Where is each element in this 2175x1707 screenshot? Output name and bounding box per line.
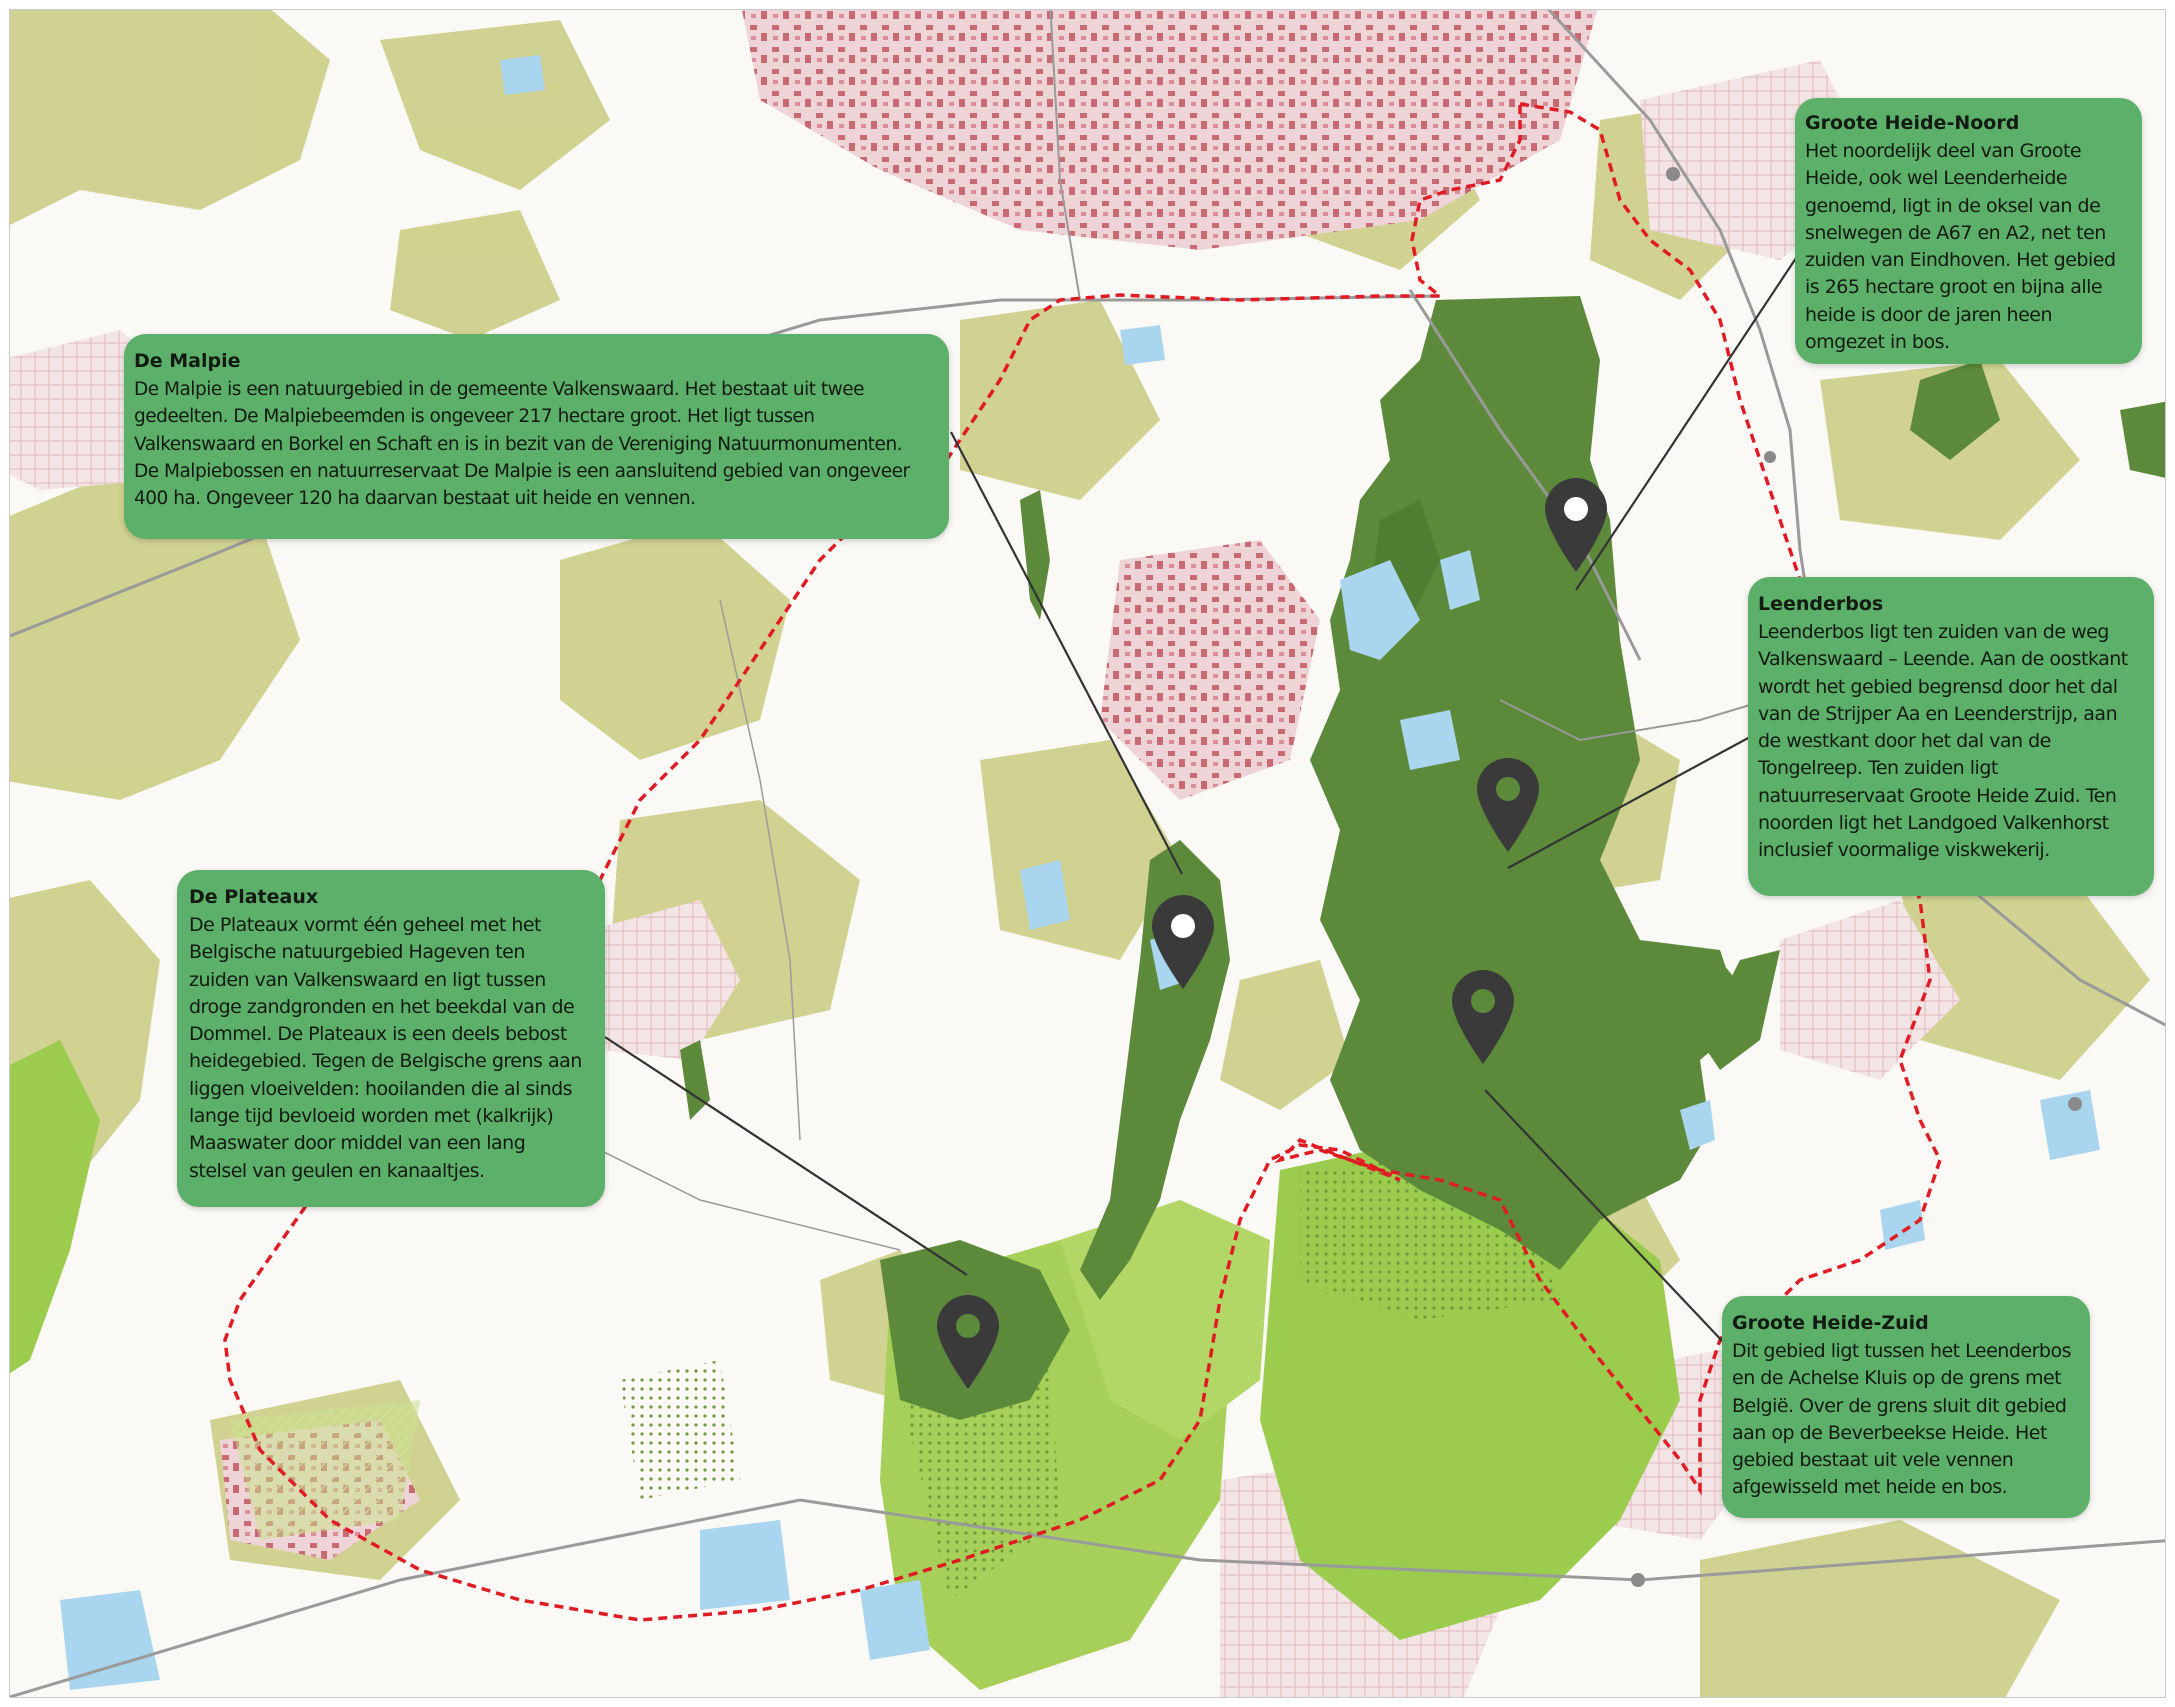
callout-line: snelwegen de A67 en A2, net ten bbox=[1805, 221, 2106, 244]
callout-line: aan op de Beverbeekse Heide. Het bbox=[1732, 1421, 2047, 1444]
callout-line: Leenderbos ligt ten zuiden van de weg bbox=[1758, 621, 2109, 643]
callout-line: De Malpiebossen en natuurreservaat De Ma… bbox=[134, 460, 910, 482]
callout-line: Dommel. De Plateaux is een deels bebost bbox=[189, 1023, 567, 1046]
callout-groote-heide-zuid: Groote Heide-Zuid Dit gebied ligt tussen… bbox=[1722, 1296, 2090, 1518]
callout-title: Leenderbos bbox=[1758, 593, 1884, 615]
callout-line: natuurreservaat Groote Heide Zuid. Ten bbox=[1758, 784, 2117, 807]
callout-line: Tongelreep. Ten zuiden ligt bbox=[1758, 757, 1998, 780]
callout-line: lange tijd bevloeid worden met (kalkrijk… bbox=[189, 1105, 554, 1128]
callout-groote-heide-noord: Groote Heide-Noord Het noordelijk deel v… bbox=[1795, 98, 2142, 364]
callout-line: Valkenswaard – Leende. Aan de oostkant bbox=[1758, 648, 2128, 671]
map-pin-icon[interactable] bbox=[1152, 895, 1214, 989]
park-boundary bbox=[223, 101, 1942, 1622]
callout-title: De Plateaux bbox=[189, 886, 319, 908]
callout-line: België. Over de grens sluit dit gebied bbox=[1732, 1394, 2067, 1417]
callout-line: wordt het gebied begrensd door het dal bbox=[1758, 675, 2118, 698]
callout-line: afgewisseld met heide en bos. bbox=[1732, 1476, 2008, 1499]
callout-line: zuiden van Eindhoven. Het gebied bbox=[1805, 249, 2116, 272]
callout-de-plateaux: De Plateaux De Plateaux vormt één geheel… bbox=[177, 870, 605, 1207]
callout-leenderbos: Leenderbos Leenderbos ligt ten zuiden va… bbox=[1748, 577, 2154, 896]
callout-line: De Malpie is een natuurgebied in de geme… bbox=[134, 379, 865, 400]
callout-line: de westkant door het dal van de bbox=[1758, 730, 2051, 753]
callout-line: Valkenswaard en Borkel en Schaft en is i… bbox=[134, 433, 903, 455]
callout-line: is 265 hectare groot en bijna alle bbox=[1805, 276, 2103, 299]
callout-title: Groote Heide-Zuid bbox=[1732, 1312, 1929, 1334]
callout-title: Groote Heide-Noord bbox=[1805, 112, 2020, 134]
map-pin-icon[interactable] bbox=[1477, 758, 1539, 852]
callout-line: omgezet in bos. bbox=[1805, 331, 1950, 354]
callout-line: Dit gebied ligt tussen het Leenderbos bbox=[1732, 1340, 2071, 1362]
callout-line: liggen vloeivelden: hooilanden die al si… bbox=[189, 1077, 573, 1100]
callout-line: noorden ligt het Landgoed Valkenhorst bbox=[1758, 812, 2109, 835]
callout-line: Het noordelijk deel van Groote bbox=[1805, 140, 2082, 162]
nature-light bbox=[0, 1040, 1680, 1690]
callout-line: Maaswater door middel van een lang bbox=[189, 1132, 526, 1155]
callout-line: en de Achelse Kluis op de grens met bbox=[1732, 1367, 2062, 1390]
callout-line: Heide, ook wel Leenderheide bbox=[1805, 167, 2068, 190]
map-pin-icon[interactable] bbox=[1452, 970, 1514, 1064]
callout-de-malpie: De Malpie De Malpie is een natuurgebied … bbox=[124, 334, 949, 539]
callout-line: 400 ha. Ongeveer 120 ha daarvan bestaat … bbox=[134, 488, 696, 510]
callout-line: heidegebied. Tegen de Belgische grens aa… bbox=[189, 1050, 582, 1073]
callout-line: genoemd, ligt in de oksel van de bbox=[1805, 194, 2101, 217]
callout-line: stelsel van geulen en kanaaltjes. bbox=[189, 1159, 485, 1182]
callout-line: gedeelten. De Malpiebeemden is ongeveer … bbox=[134, 406, 815, 428]
map-pin-icon[interactable] bbox=[1545, 478, 1607, 572]
road-junctions bbox=[1631, 167, 2082, 1587]
callout-title: De Malpie bbox=[134, 350, 241, 372]
callout-line: heide is door de jaren heen bbox=[1805, 303, 2053, 326]
callout-line: van de Strijper Aa en Leenderstrijp, aan bbox=[1758, 702, 2118, 725]
callout-line: gebied bestaat uit vele vennen bbox=[1732, 1449, 2014, 1472]
callout-line: zuiden van Valkenswaard en ligt tussen bbox=[189, 968, 546, 991]
map-pin-icon[interactable] bbox=[937, 1295, 999, 1389]
callout-line: inclusief voormalige viskwekerij. bbox=[1758, 839, 2050, 862]
callout-line: De Plateaux vormt één geheel met het bbox=[189, 914, 542, 936]
callout-line: droge zandgronden en het beekdal van de bbox=[189, 995, 575, 1018]
leader-lines bbox=[604, 251, 1801, 1346]
callout-line: Belgische natuurgebied Hageven ten bbox=[189, 941, 525, 964]
